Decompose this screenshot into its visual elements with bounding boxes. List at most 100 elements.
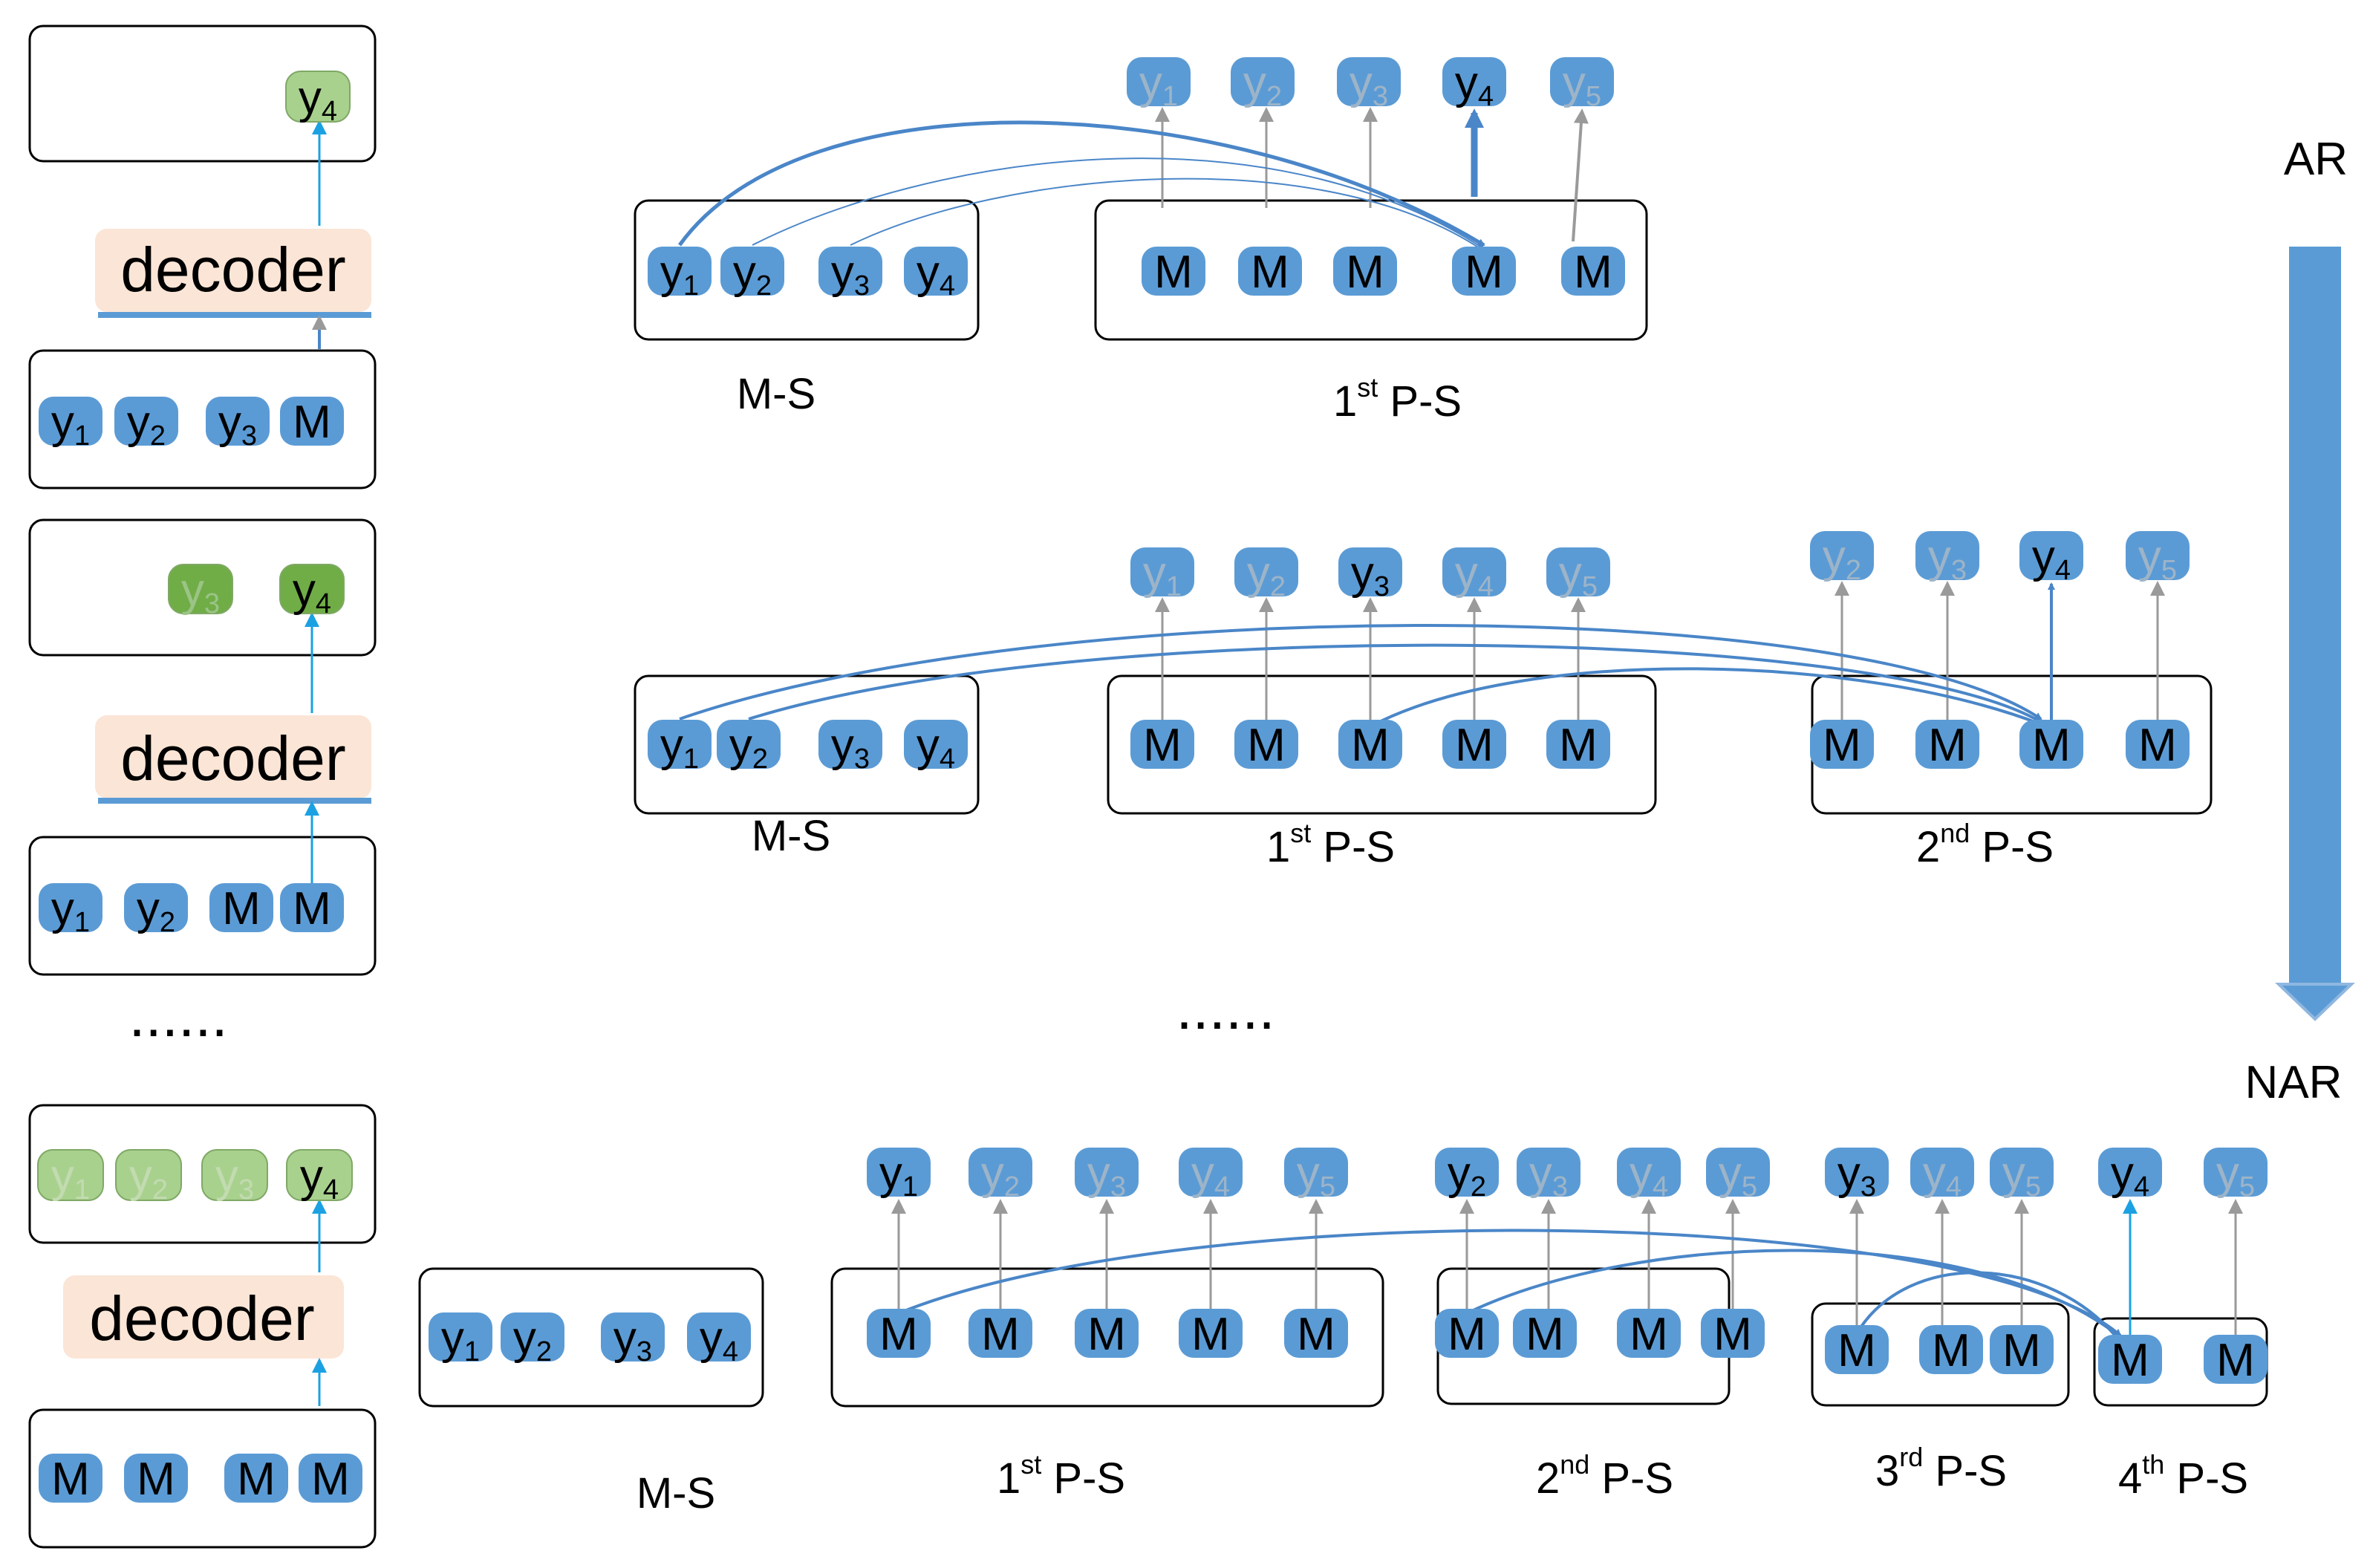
row1-ms-y3-token: y3 xyxy=(818,247,882,302)
svg-text:y5: y5 xyxy=(2002,1148,2041,1203)
svg-text:y5: y5 xyxy=(1559,547,1598,602)
token-base: M xyxy=(1143,720,1182,771)
svg-text:y2: y2 xyxy=(1247,547,1286,602)
svg-text:y3: y3 xyxy=(1928,531,1967,586)
row1-ms-y2-token: y2 xyxy=(720,247,784,302)
token-subscript: 3 xyxy=(204,588,220,619)
token-subscript: 4 xyxy=(1478,81,1494,112)
token-subscript: 3 xyxy=(854,270,870,302)
output-y3-token: y3 xyxy=(168,564,233,619)
token-base: y xyxy=(1928,531,1951,582)
svg-text:y1: y1 xyxy=(51,397,90,452)
token-base: y xyxy=(831,247,854,298)
row3-out2-y2-token: y2 xyxy=(1435,1148,1499,1203)
svg-text:M: M xyxy=(1574,247,1612,298)
svg-text:y1: y1 xyxy=(441,1312,480,1367)
row3-ps4-label: 4th P-S xyxy=(2118,1449,2248,1503)
token-base: y xyxy=(218,397,241,448)
svg-text:y2: y2 xyxy=(127,397,166,452)
output-y2-token: y2 xyxy=(115,1149,182,1206)
svg-text:y3: y3 xyxy=(613,1312,652,1367)
token-base: y xyxy=(1139,57,1162,108)
svg-text:y1: y1 xyxy=(1139,57,1178,112)
svg-text:M: M xyxy=(1465,247,1503,298)
token-subscript: 1 xyxy=(74,1174,90,1206)
svg-text:M: M xyxy=(1087,1309,1126,1360)
svg-text:M: M xyxy=(2032,720,2071,771)
token-base: y xyxy=(127,397,150,448)
input-m-token: M xyxy=(39,1454,102,1505)
row3-ps3-m-token-1: M xyxy=(1825,1325,1889,1376)
svg-text:y1: y1 xyxy=(51,883,90,938)
token-base: y xyxy=(1247,547,1270,599)
decoder-label-1: decoder xyxy=(120,235,346,305)
row3-ps4-m-token-2: M xyxy=(2204,1335,2268,1386)
svg-text:M: M xyxy=(1837,1325,1876,1376)
input-y1-token: y1 xyxy=(39,397,102,452)
row2-ps2-m-token-2: M xyxy=(1915,720,1979,771)
token-base: M xyxy=(1346,247,1384,298)
output-y3-token: y3 xyxy=(201,1149,268,1206)
input-y2-token: y2 xyxy=(124,883,188,938)
svg-text:M: M xyxy=(1559,720,1598,771)
output-box-3 xyxy=(28,1104,377,1244)
svg-text:y4: y4 xyxy=(300,1151,339,1206)
input-m-token: M xyxy=(224,1454,288,1505)
token-subscript: 4 xyxy=(1478,571,1494,602)
input-m-token: M xyxy=(280,397,344,448)
svg-text:M: M xyxy=(1455,720,1494,771)
token-subscript: 4 xyxy=(322,96,337,127)
token-subscript: 1 xyxy=(1162,81,1178,112)
ar-to-nar-arrow-head xyxy=(2275,983,2355,1021)
token-base: M xyxy=(2002,1325,2041,1376)
svg-text:y5: y5 xyxy=(2138,531,2177,586)
nar-label: NAR xyxy=(2245,1057,2343,1108)
token-base: y xyxy=(1191,1148,1214,1199)
row2-out1-y2-token: y2 xyxy=(1234,547,1298,602)
token-base: M xyxy=(981,1309,1020,1360)
token-base: y xyxy=(1455,57,1478,108)
row3-ms-y1-token: y1 xyxy=(429,1312,492,1367)
svg-text:y3: y3 xyxy=(1837,1148,1876,1203)
svg-text:y4: y4 xyxy=(917,720,955,775)
svg-text:y3: y3 xyxy=(1351,547,1390,602)
token-base: M xyxy=(1465,247,1503,298)
token-base: y xyxy=(1243,57,1266,108)
token-base: M xyxy=(2032,720,2071,771)
svg-text:M: M xyxy=(311,1454,350,1505)
token-subscript: 5 xyxy=(2239,1171,2255,1203)
token-subscript: 4 xyxy=(1653,1171,1668,1203)
svg-text:y3: y3 xyxy=(831,247,870,302)
row3-attn-ps3 xyxy=(1855,1271,2120,1341)
svg-text:M: M xyxy=(1928,720,1967,771)
token-base: y xyxy=(879,1148,902,1199)
svg-text:M: M xyxy=(1154,247,1193,298)
token-subscript: 2 xyxy=(1270,571,1286,602)
row3-attn-ps1 xyxy=(898,1229,2122,1337)
token-subscript: 5 xyxy=(1320,1171,1335,1203)
svg-text:y4: y4 xyxy=(1191,1148,1230,1203)
row1-out-y5-token: y5 xyxy=(1550,57,1614,112)
row3-ms-box xyxy=(418,1267,764,1408)
row2-ps1-m-token-4: M xyxy=(1442,720,1506,771)
token-base: M xyxy=(1837,1325,1876,1376)
token-base: y xyxy=(729,720,752,771)
row3-attn-ps2 xyxy=(1466,1249,2122,1338)
row3-out1-y1-token: y1 xyxy=(867,1148,931,1203)
token-subscript: 4 xyxy=(940,270,955,302)
row2-ps1-m-token-2: M xyxy=(1234,720,1298,771)
svg-text:y3: y3 xyxy=(218,397,257,452)
row3-ps2-m-token-3: M xyxy=(1617,1309,1681,1360)
row2-ps2-label: 2nd P-S xyxy=(1916,818,2054,871)
token-subscript: 1 xyxy=(464,1336,480,1367)
svg-text:M: M xyxy=(222,883,261,934)
token-subscript: 3 xyxy=(1374,571,1390,602)
token-base: y xyxy=(513,1312,536,1364)
token-subscript: 1 xyxy=(683,744,699,775)
row1-ps1-label: 1st P-S xyxy=(1333,372,1462,426)
token-base: y xyxy=(1350,57,1373,108)
row3-ps4-m-token-1: M xyxy=(2098,1335,2162,1386)
token-base: M xyxy=(1932,1325,1970,1376)
svg-text:M: M xyxy=(1143,720,1182,771)
